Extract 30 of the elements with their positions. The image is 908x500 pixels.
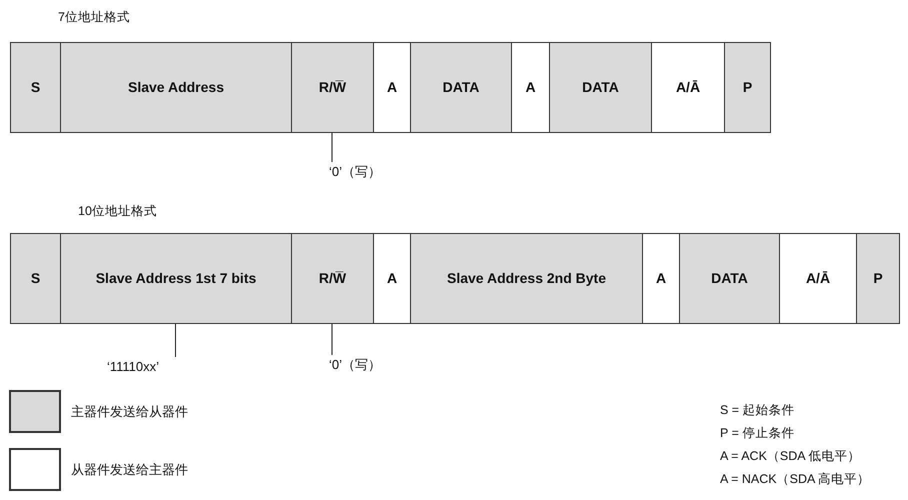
field-cell: P: [724, 42, 771, 133]
field-cell: P: [856, 233, 900, 324]
field-cell: A/Ā: [779, 233, 857, 324]
field-cell: DATA: [410, 42, 512, 133]
field-cell: A: [373, 42, 411, 133]
field-cell: A/Ā: [651, 42, 725, 133]
leader-line: [175, 322, 176, 358]
legend-text: A = ACK（SDA 低电平）: [720, 448, 860, 465]
section-title: 10位地址格式: [78, 203, 157, 220]
legend-text: 从器件发送给主器件: [71, 461, 188, 479]
field-cell: R/W̅: [291, 42, 374, 133]
field-cell: Slave Address 1st 7 bits: [60, 233, 292, 324]
field-cell: S: [10, 42, 61, 133]
field-cell: DATA: [549, 42, 652, 133]
field-cell: S: [10, 233, 61, 324]
field-cell: A: [373, 233, 411, 324]
annotation-text: ‘11110xx’: [88, 357, 178, 377]
annotation-text: ‘0’（写）: [310, 162, 400, 182]
field-cell: A: [511, 42, 550, 133]
field-cell: Slave Address: [60, 42, 292, 133]
field-cell: DATA: [679, 233, 780, 324]
field-cell: Slave Address 2nd Byte: [410, 233, 643, 324]
section-title: 7位地址格式: [58, 9, 130, 26]
legend-text: A = NACK（SDA 高电平）: [720, 471, 870, 488]
field-cell: A: [642, 233, 680, 324]
annotation-text: ‘0’（写）: [310, 355, 400, 375]
field-cell: R/W̅: [291, 233, 374, 324]
legend-text: P = 停止条件: [720, 425, 794, 442]
legend-text: 主器件发送给从器件: [71, 403, 188, 421]
legend-text: S = 起始条件: [720, 402, 795, 419]
